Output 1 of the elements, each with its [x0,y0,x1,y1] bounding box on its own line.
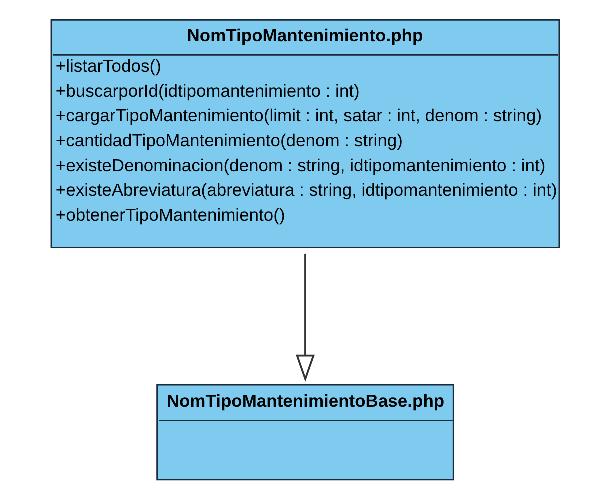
arrow [295,254,315,382]
